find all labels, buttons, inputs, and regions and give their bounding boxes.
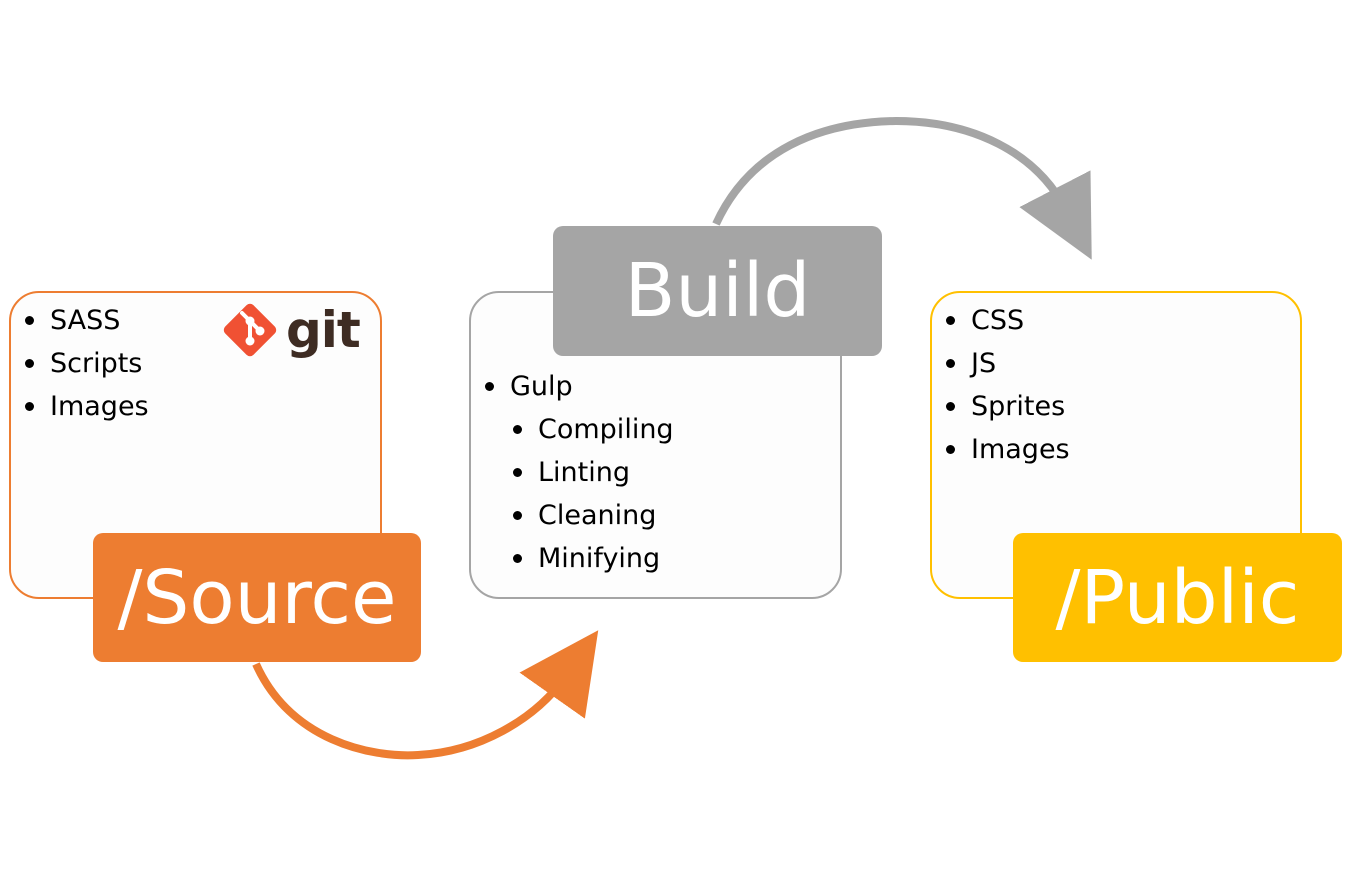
- source-item: SASS: [22, 299, 149, 342]
- build-label: Build: [553, 226, 882, 356]
- git-icon: [223, 303, 277, 357]
- source-item-list: SASS Scripts Images: [22, 299, 149, 428]
- public-label: /Public: [1013, 533, 1342, 662]
- build-subitem: Cleaning: [510, 494, 674, 537]
- source-label: /Source: [93, 533, 421, 662]
- public-item: JS: [943, 342, 1070, 385]
- public-item-list: CSS JS Sprites Images: [943, 299, 1070, 471]
- public-item: Sprites: [943, 385, 1070, 428]
- source-item: Images: [22, 385, 149, 428]
- git-logo: git: [220, 300, 361, 360]
- public-item: Images: [943, 428, 1070, 471]
- build-item-list: Gulp Compiling Linting Cleaning Minifyin…: [482, 365, 674, 580]
- build-subitem: Linting: [510, 451, 674, 494]
- build-item: Gulp: [482, 365, 674, 408]
- source-to-build-arrow: [252, 630, 599, 760]
- source-item: Scripts: [22, 342, 149, 385]
- build-subitem: Compiling: [510, 408, 674, 451]
- public-item: CSS: [943, 299, 1070, 342]
- git-wordmark: git: [286, 301, 361, 359]
- build-subitem: Minifying: [510, 537, 674, 580]
- build-to-public-arrow: [712, 116, 1092, 260]
